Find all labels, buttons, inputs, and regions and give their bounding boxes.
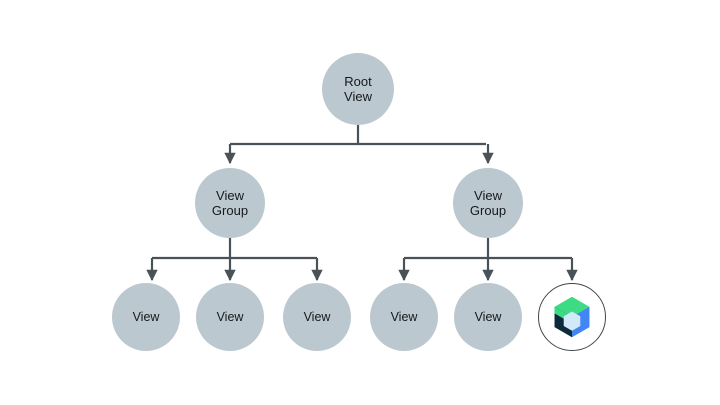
node-compose-view[interactable] xyxy=(538,283,606,351)
node-root-view-label: Root View xyxy=(344,73,372,104)
node-view-2[interactable]: View xyxy=(196,283,264,351)
node-view-4-label: View xyxy=(390,309,418,324)
node-view-1[interactable]: View xyxy=(112,283,180,351)
node-root-view[interactable]: Root View xyxy=(322,53,394,125)
node-view-group-left[interactable]: View Group xyxy=(195,168,265,238)
node-view-group-left-label: View Group xyxy=(211,187,249,218)
node-view-group-right[interactable]: View Group xyxy=(453,168,523,238)
node-view-1-label: View xyxy=(132,309,160,324)
node-view-3[interactable]: View xyxy=(283,283,351,351)
node-view-3-label: View xyxy=(303,309,331,324)
node-view-group-right-label: View Group xyxy=(469,187,507,218)
node-view-5-label: View xyxy=(474,309,502,324)
node-view-4[interactable]: View xyxy=(370,283,438,351)
jetpack-compose-logo xyxy=(549,294,595,340)
node-view-5[interactable]: View xyxy=(454,283,522,351)
node-view-2-label: View xyxy=(216,309,244,324)
